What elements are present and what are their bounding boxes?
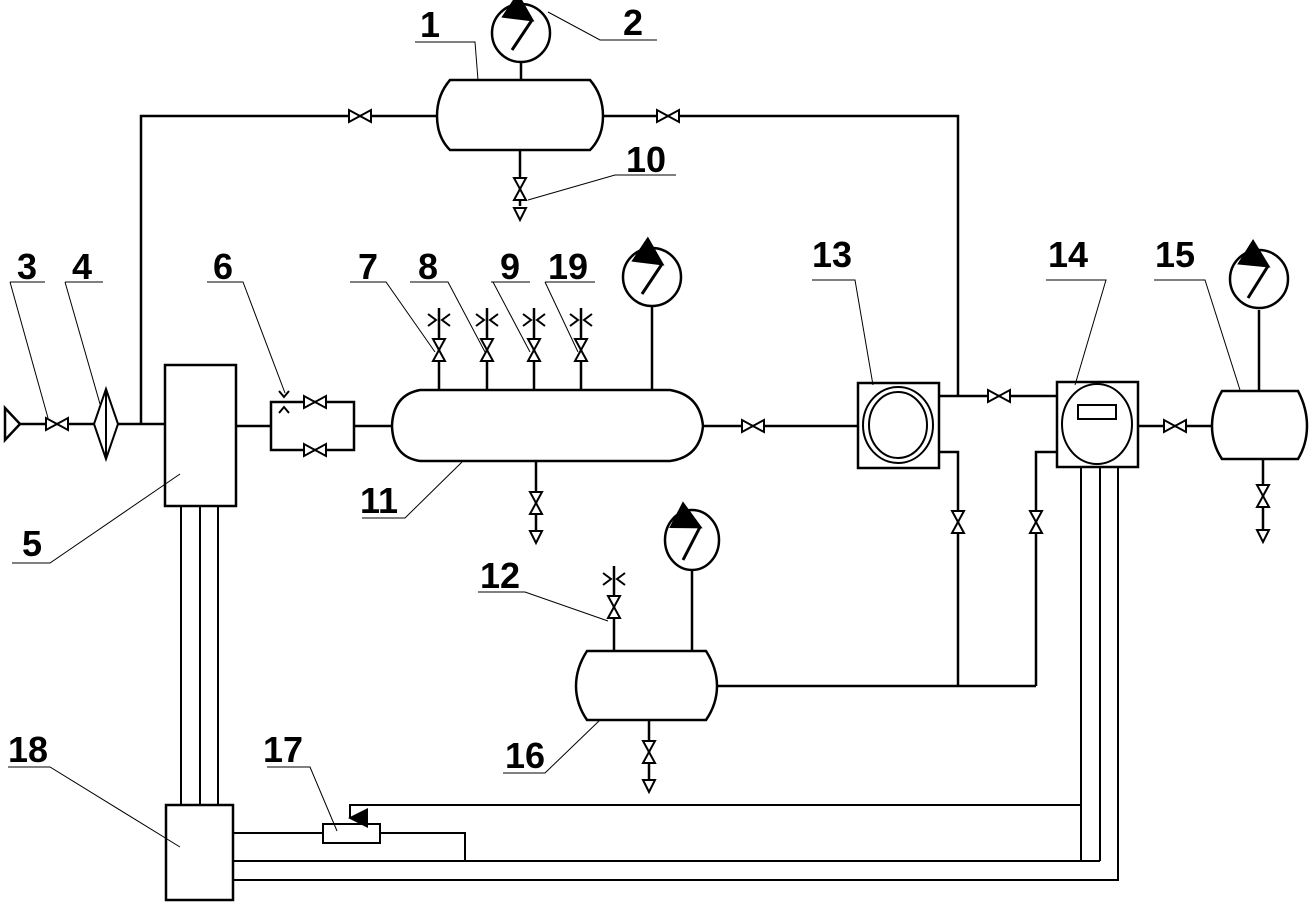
label-17: 17: [263, 729, 303, 770]
valve-12: [602, 566, 626, 651]
valve-icon: [529, 491, 543, 515]
tank-1: [435, 78, 605, 152]
valve-icon: [1029, 510, 1043, 534]
meter-14: [1055, 380, 1140, 469]
valve-19: [569, 308, 593, 390]
label-18: 18: [8, 729, 48, 770]
label-8: 8: [418, 246, 438, 287]
label-16: 16: [505, 735, 545, 776]
valve-8: [475, 308, 499, 390]
label-15: 15: [1155, 234, 1195, 275]
drain-icon: [529, 530, 543, 544]
drain-icon: [513, 207, 527, 221]
label-9: 9: [500, 246, 520, 287]
label-19: 19: [548, 246, 588, 287]
label-7: 7: [358, 246, 378, 287]
valve-icon: [642, 740, 656, 764]
drain-icon: [1256, 529, 1270, 543]
leader-lines: [8, 11, 1241, 848]
label-5: 5: [22, 523, 42, 564]
pipe: [939, 450, 960, 686]
inlet-icon: [3, 404, 22, 444]
label-13: 13: [812, 234, 852, 275]
valve-icon: [303, 443, 327, 457]
bypass-pipe-right: [603, 114, 960, 396]
tank-15: [1210, 389, 1309, 461]
valve-9: [522, 308, 546, 390]
label-4: 4: [72, 246, 92, 287]
pipe: [1034, 450, 1057, 686]
tank-16: [574, 649, 719, 722]
label-12: 12: [480, 555, 520, 596]
signal-line: [233, 468, 1119, 881]
label-10: 10: [626, 139, 666, 180]
throttle-6-icon: [278, 390, 290, 414]
valve-icon: [741, 419, 765, 433]
gauge-tank-15: [1228, 238, 1290, 310]
block-5: [163, 363, 238, 508]
label-1: 1: [420, 4, 440, 45]
signal-arrow: [348, 804, 1081, 828]
valve-icon: [303, 395, 327, 409]
valve-icon: [1256, 484, 1270, 508]
label-6: 6: [213, 246, 233, 287]
meter-13: [856, 381, 941, 470]
bypass-pipe-left: [139, 114, 437, 424]
label-2: 2: [623, 2, 643, 43]
label-11: 11: [360, 480, 398, 521]
control-unit-18: [164, 803, 235, 902]
label-14: 14: [1048, 234, 1088, 275]
signal-line: [233, 468, 1082, 862]
valve-icon: [987, 389, 1011, 403]
filter-4-icon: [92, 385, 120, 463]
valve-icon: [656, 109, 680, 123]
valve-icon: [951, 510, 965, 534]
valve-7: [427, 308, 451, 390]
display-icon: [1077, 404, 1117, 420]
gauge-tank-11: [621, 236, 683, 308]
signal-line: [380, 832, 466, 861]
tank-11: [390, 388, 705, 463]
gauge-2: [490, 0, 552, 64]
valve-3-icon: [45, 417, 69, 431]
valve-icon: [1163, 419, 1187, 433]
gauge-tank-16: [663, 501, 721, 572]
valve-icon: [348, 109, 372, 123]
drain-icon: [642, 779, 656, 793]
valve-10-icon: [513, 177, 527, 201]
sensor-17: [322, 823, 381, 844]
label-3: 3: [17, 246, 37, 287]
